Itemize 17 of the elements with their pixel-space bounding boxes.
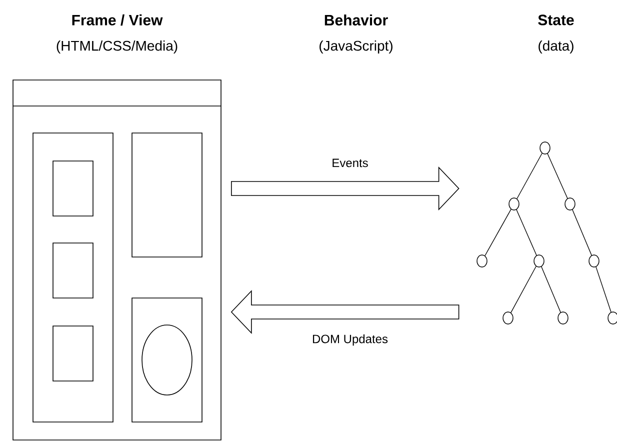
heading: Frame / View — [72, 14, 163, 26]
subheading: (data) — [538, 40, 574, 54]
edge-label: DOM Updates — [312, 334, 388, 346]
subheading: (JavaScript) — [320, 40, 392, 54]
layout-box — [132, 132, 202, 258]
heading: Behavior — [324, 14, 388, 26]
circle-shape — [142, 324, 192, 396]
subheading: (HTML/CSS/Media) — [56, 40, 178, 54]
layout-box — [32, 132, 114, 422]
block-arrow — [231, 166, 460, 210]
layout-box — [52, 326, 94, 382]
edge-label: Events — [332, 158, 368, 168]
layout-box — [52, 160, 94, 216]
block-arrow — [230, 290, 460, 334]
layout-box — [132, 298, 202, 422]
layout-box — [52, 242, 94, 298]
heading: State — [538, 14, 574, 26]
